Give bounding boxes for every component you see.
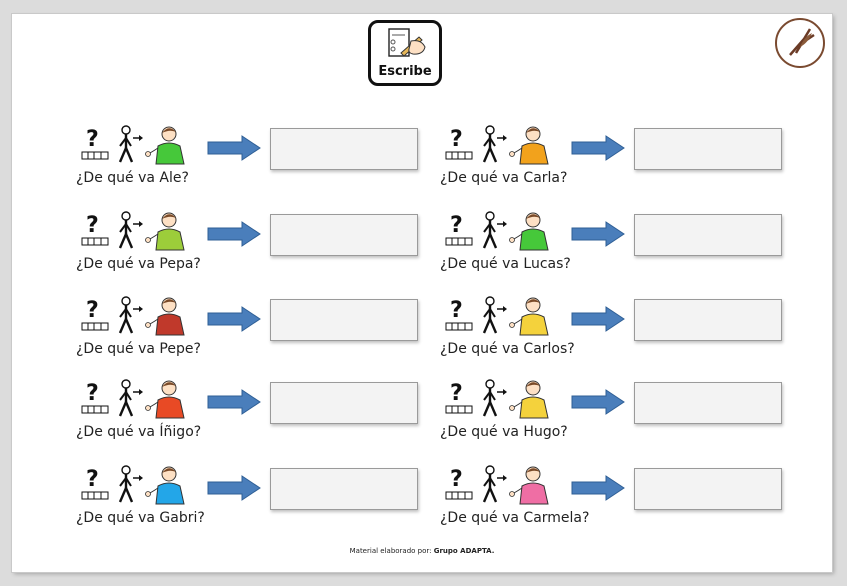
person-pictogram-icon: ? [81,125,185,165]
question-text: ¿De qué va Pepa? [76,256,201,272]
writing-hand-icon: Escribe [368,20,442,86]
worksheet: Escribe ? ¿De qué va Ale?? ¿De qué va Carl… [12,14,832,572]
question-text: ¿De qué va Hugo? [440,424,568,440]
person-pictogram-icon: ? [445,211,549,251]
svg-text:?: ? [86,298,99,323]
answer-box[interactable] [634,468,782,510]
question-text: ¿De qué va Carla? [440,170,568,186]
right-arrow-icon [571,306,625,332]
right-arrow-icon [207,306,261,332]
person-pictogram-icon: ? [81,465,185,505]
person-pictogram-icon: ? [445,125,549,165]
answer-box[interactable] [634,214,782,256]
question-text: ¿De qué va Lucas? [440,256,571,272]
svg-text:?: ? [450,381,463,406]
right-arrow-icon [207,389,261,415]
question-text: ¿De qué va Íñigo? [76,424,202,440]
answer-box[interactable] [270,128,418,170]
svg-text:?: ? [86,467,99,492]
right-arrow-icon [571,475,625,501]
person-pictogram-icon: ? [445,296,549,336]
answer-box[interactable] [634,299,782,341]
answer-box[interactable] [270,468,418,510]
person-pictogram-icon: ? [445,465,549,505]
right-arrow-icon [207,221,261,247]
question-text: ¿De qué va Gabri? [76,510,205,526]
person-pictogram-icon: ? [81,379,185,419]
right-arrow-icon [207,475,261,501]
person-pictogram-icon: ? [81,211,185,251]
svg-text:?: ? [450,127,463,152]
person-pictogram-icon: ? [445,379,549,419]
answer-box[interactable] [634,382,782,424]
answer-box[interactable] [270,382,418,424]
svg-text:?: ? [86,127,99,152]
right-arrow-icon [571,389,625,415]
answer-box[interactable] [270,299,418,341]
svg-text:?: ? [86,213,99,238]
answer-box[interactable] [634,128,782,170]
header-label: Escribe [378,64,432,79]
scissors-leaf-logo [775,18,825,68]
question-text: ¿De qué va Ale? [76,170,189,186]
footer-credit: Material elaborado por: Grupo ADAPTA. [12,547,832,555]
person-pictogram-icon: ? [81,296,185,336]
right-arrow-icon [571,135,625,161]
svg-text:?: ? [86,381,99,406]
question-text: ¿De qué va Carlos? [440,341,575,357]
answer-box[interactable] [270,214,418,256]
right-arrow-icon [207,135,261,161]
question-text: ¿De qué va Carmela? [440,510,590,526]
footer-author: Grupo ADAPTA. [433,547,495,555]
question-text: ¿De qué va Pepe? [76,341,201,357]
svg-text:?: ? [450,467,463,492]
svg-text:?: ? [450,213,463,238]
footer-prefix: Material elaborado por: [349,547,434,555]
right-arrow-icon [571,221,625,247]
svg-text:?: ? [450,298,463,323]
